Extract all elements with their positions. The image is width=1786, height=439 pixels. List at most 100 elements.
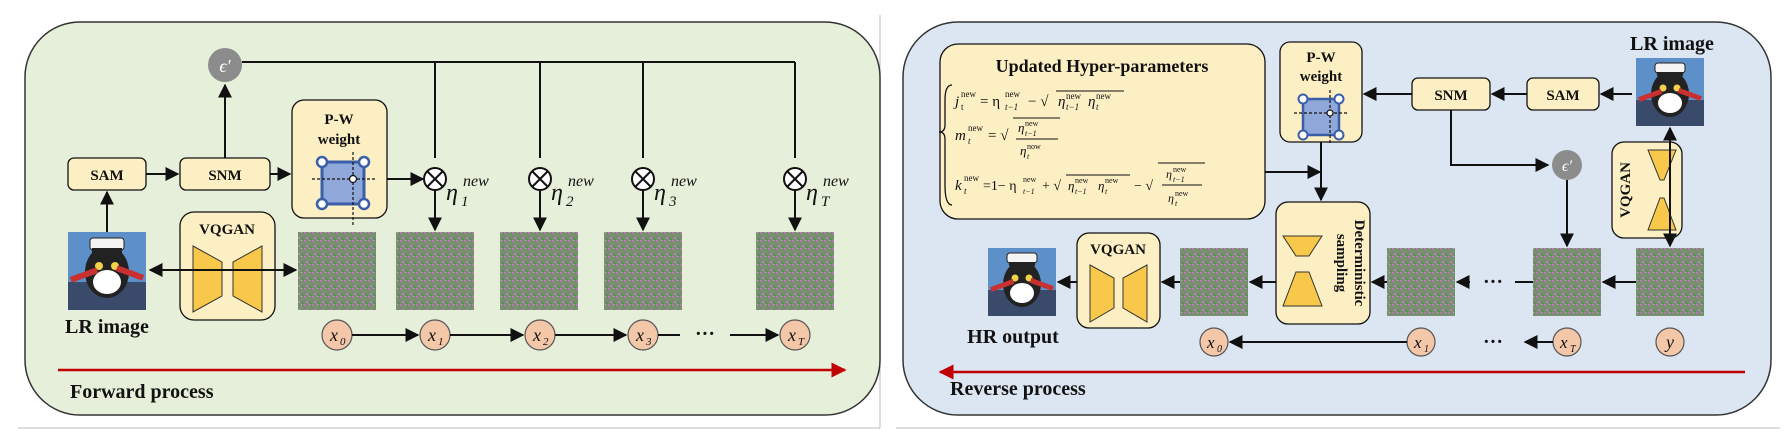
svg-text:new: new xyxy=(671,173,697,190)
svg-text:ϵ′: ϵ′ xyxy=(219,56,231,76)
snm-block-reverse: SNM xyxy=(1411,77,1491,111)
pw-weight-block-reverse: P-W weight xyxy=(1279,41,1363,143)
svg-text:t−1: t−1 xyxy=(1023,187,1035,196)
svg-text:x: x xyxy=(635,325,644,345)
svg-text:weight: weight xyxy=(1300,69,1343,85)
sam-block: SAM xyxy=(67,157,147,191)
x-node-2: x 2 xyxy=(524,319,556,351)
svg-text:new: new xyxy=(964,173,979,183)
x-node-0: x 0 xyxy=(321,319,353,351)
svg-text:SNM: SNM xyxy=(1434,88,1467,104)
svg-text:x: x xyxy=(1413,333,1422,352)
reverse-process-title: Reverse process xyxy=(950,378,1086,400)
svg-text:0: 0 xyxy=(1217,344,1222,355)
latent-x1-reverse xyxy=(1387,248,1455,316)
svg-text:t−1: t−1 xyxy=(1005,102,1018,112)
svg-text:3: 3 xyxy=(645,336,652,348)
hyper-parameters-box: Updated Hyper-parameters j t new = η t−1… xyxy=(938,43,1266,220)
eta-label-2: η 2 new xyxy=(551,173,594,210)
svg-text:now: now xyxy=(1027,142,1041,151)
epsilon-node-reverse: ϵ′ xyxy=(1552,150,1582,180)
lr-image-label-reverse: LR image xyxy=(1630,33,1714,55)
latent-x0-reverse xyxy=(1180,248,1248,316)
svg-text:T: T xyxy=(821,194,831,210)
vqgan-block-right: VQGAN xyxy=(1611,141,1683,239)
svg-text:t: t xyxy=(961,102,964,112)
svg-text:j: j xyxy=(953,94,959,110)
x-node-1-reverse: x 1 xyxy=(1406,327,1436,357)
svg-text:new: new xyxy=(1105,176,1119,185)
svg-text:sampling: sampling xyxy=(1333,234,1349,293)
svg-text:new: new xyxy=(1175,189,1189,198)
svg-text:η: η xyxy=(551,180,563,206)
svg-text:P-W: P-W xyxy=(1306,50,1335,66)
svg-text:t−1: t−1 xyxy=(1066,102,1079,112)
svg-text:Deterministic: Deterministic xyxy=(1351,220,1367,307)
svg-text:1: 1 xyxy=(1424,344,1429,355)
svg-text:new: new xyxy=(823,173,849,190)
svg-text:t: t xyxy=(1027,152,1030,161)
svg-text:η: η xyxy=(654,180,666,206)
svg-text:η: η xyxy=(1058,94,1065,110)
svg-text:new: new xyxy=(961,89,976,99)
svg-text:t: t xyxy=(1175,199,1178,208)
svg-text:η: η xyxy=(1068,178,1074,193)
forward-panel: ϵ′ SAM SNM P-W weight xyxy=(24,21,881,416)
multiplier-icon xyxy=(423,167,447,191)
latent-x1 xyxy=(396,232,474,310)
latent-x2 xyxy=(500,232,578,310)
eta-label-3: η 3 new xyxy=(654,173,697,210)
latent-x0 xyxy=(298,232,376,310)
hr-output-image xyxy=(988,248,1056,316)
lr-image-reverse xyxy=(1636,58,1704,126)
svg-text:new: new xyxy=(1023,175,1037,184)
x-node-T: x T xyxy=(779,319,811,351)
vqgan-block: VQGAN xyxy=(179,211,276,321)
chain-ellipsis: ··· xyxy=(695,323,715,345)
snm-block: SNM xyxy=(179,157,271,191)
reverse-ellipsis-top: ··· xyxy=(1483,271,1503,293)
svg-text:T: T xyxy=(1570,344,1577,355)
svg-text:new: new xyxy=(1173,165,1187,174)
svg-text:t: t xyxy=(1105,187,1108,196)
svg-text:− √: − √ xyxy=(1028,94,1049,110)
equation-m: m t new = √ η t−1 new η t now xyxy=(955,117,1060,161)
svg-text:VQGAN: VQGAN xyxy=(1090,242,1146,258)
svg-text:− √: − √ xyxy=(1134,179,1153,194)
svg-text:x: x xyxy=(532,325,541,345)
x-node-0-reverse: x 0 xyxy=(1199,327,1229,357)
pw-weight-icon xyxy=(312,152,376,226)
svg-text:new: new xyxy=(1066,91,1081,101)
hr-output-label: HR output xyxy=(967,326,1059,348)
svg-text:2: 2 xyxy=(543,336,549,348)
latent-xT-reverse xyxy=(1533,248,1601,316)
svg-text:η: η xyxy=(1166,167,1172,181)
svg-text:t−1: t−1 xyxy=(1075,187,1087,196)
svg-text:η: η xyxy=(1098,178,1104,193)
svg-text:new: new xyxy=(1005,89,1020,99)
svg-text:η: η xyxy=(806,180,818,206)
multiplier-icon xyxy=(783,167,807,191)
reverse-panel: Updated Hyper-parameters j t new = η t−1… xyxy=(902,21,1772,416)
equation-j: j t new = η t−1 new − √ η t−1 new η t ne… xyxy=(953,89,1124,112)
multiplier-icon xyxy=(528,167,552,191)
vqgan-block-left: VQGAN xyxy=(1076,232,1161,329)
lr-image-label: LR image xyxy=(65,316,149,338)
svg-text:new: new xyxy=(1096,91,1111,101)
pw-weight-icon xyxy=(1294,90,1348,143)
svg-text:η: η xyxy=(1088,94,1095,110)
svg-text:SAM: SAM xyxy=(1546,88,1579,104)
svg-text:3: 3 xyxy=(668,194,677,210)
svg-text:t: t xyxy=(968,136,971,146)
svg-text:x: x xyxy=(427,325,436,345)
latent-y xyxy=(1636,248,1704,316)
svg-text:SNM: SNM xyxy=(208,168,241,184)
svg-text:1: 1 xyxy=(461,194,469,210)
multiplier-icon xyxy=(631,167,655,191)
svg-text:new: new xyxy=(968,123,983,133)
svg-text:η: η xyxy=(1168,191,1174,205)
equation-k: k t new =1− η t−1 new + √ η t−1 new η t … xyxy=(955,162,1205,208)
svg-text:new: new xyxy=(463,173,489,190)
latent-x3 xyxy=(604,232,682,310)
svg-text:+ √: + √ xyxy=(1042,179,1061,194)
